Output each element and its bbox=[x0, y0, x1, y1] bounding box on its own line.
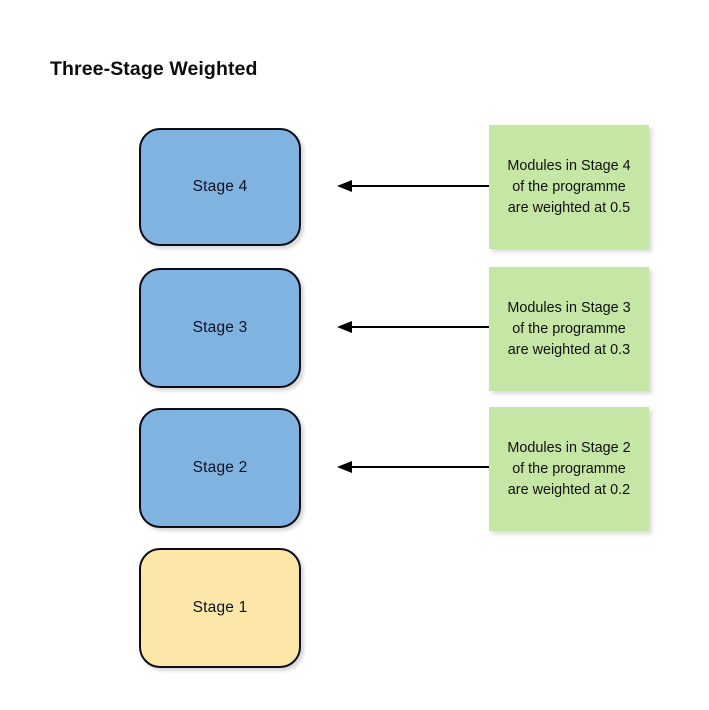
stage-box-label: Stage 1 bbox=[192, 599, 248, 617]
arrow-note2-to-stage2 bbox=[337, 461, 489, 473]
stage-box-label: Stage 3 bbox=[192, 319, 248, 337]
annotation-note-3[interactable]: Modules in Stage 2 of the programme are … bbox=[489, 407, 649, 531]
arrow-note3-to-stage3 bbox=[337, 321, 489, 333]
stage-box-label: Stage 2 bbox=[192, 459, 248, 477]
stage-box-stage-4[interactable]: Stage 4 bbox=[139, 128, 301, 246]
annotation-note-text: Modules in Stage 4 of the programme are … bbox=[507, 157, 631, 216]
stage-box-label: Stage 4 bbox=[192, 178, 248, 196]
arrow-head-icon bbox=[337, 180, 352, 192]
stage-box-stage-2[interactable]: Stage 2 bbox=[139, 408, 301, 528]
annotation-note-text: Modules in Stage 2 of the programme are … bbox=[507, 439, 631, 498]
annotation-note-1[interactable]: Modules in Stage 4 of the programme are … bbox=[489, 125, 649, 249]
page-title: Three-Stage Weighted bbox=[50, 58, 258, 80]
stage-box-stage-1[interactable]: Stage 1 bbox=[139, 548, 301, 668]
arrow-note4-to-stage4 bbox=[337, 180, 489, 192]
arrow-head-icon bbox=[337, 461, 352, 473]
annotation-note-2[interactable]: Modules in Stage 3 of the programme are … bbox=[489, 267, 649, 391]
annotation-note-text: Modules in Stage 3 of the programme are … bbox=[507, 299, 631, 358]
stage-box-stage-3[interactable]: Stage 3 bbox=[139, 268, 301, 388]
arrow-head-icon bbox=[337, 321, 352, 333]
